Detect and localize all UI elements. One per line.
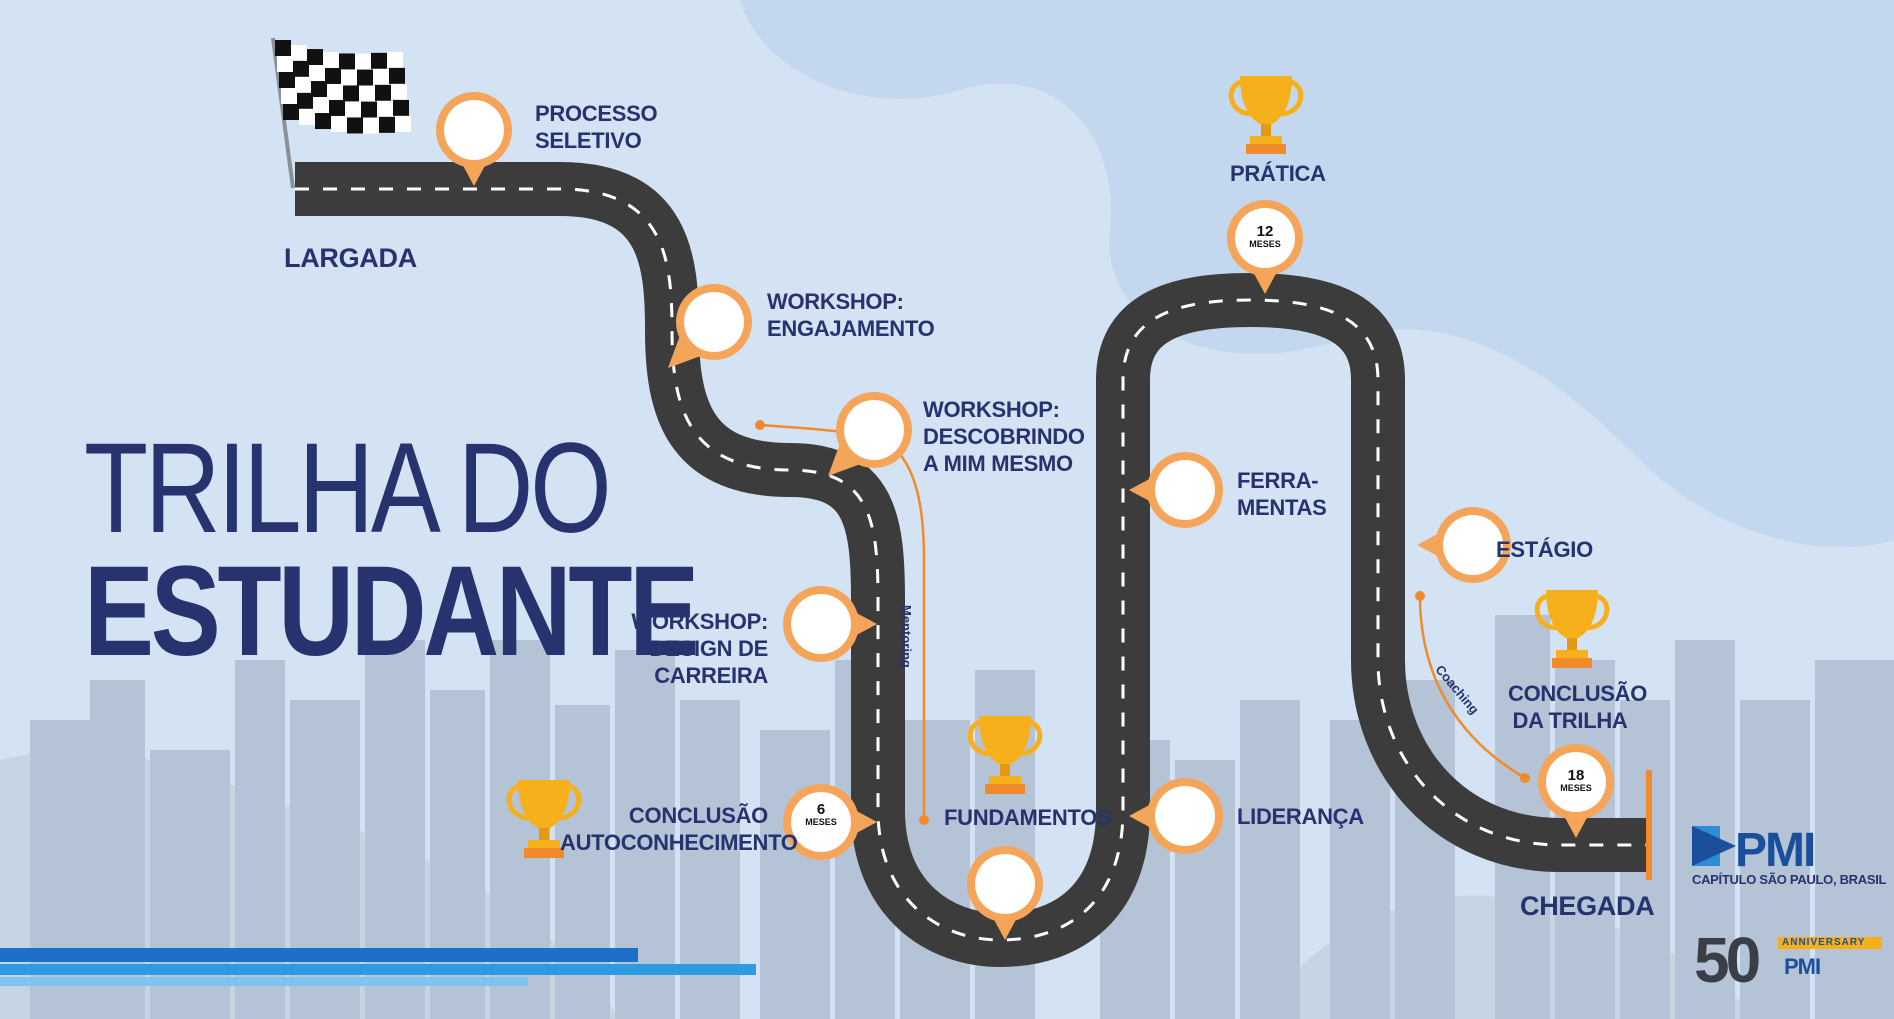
stripe-dark	[0, 948, 638, 962]
pmi-chapter-text: CAPÍTULO SÃO PAULO, BRASIL	[1692, 872, 1887, 887]
location-pin-icon	[1538, 744, 1614, 838]
step-label: ESTÁGIO	[1496, 537, 1593, 562]
checkered-flag-icon	[271, 37, 411, 189]
location-pin-icon	[436, 92, 512, 186]
location-pin-icon	[1129, 778, 1223, 854]
trophy-icon	[1228, 76, 1304, 154]
anniversary-text: ANNIVERSARY	[1782, 937, 1866, 948]
location-pin-icon	[783, 784, 877, 860]
title-line-2: ESTUDANTE	[84, 540, 699, 683]
trophy-icon	[506, 780, 582, 858]
location-pin-icon	[1227, 200, 1303, 294]
location-pin-icon	[828, 392, 912, 476]
mentoring-annotation: Mentoring	[899, 605, 914, 668]
road	[295, 162, 1650, 967]
anniversary-logo: 50 PMI	[1694, 924, 1882, 996]
finish-line	[1646, 770, 1652, 880]
svg-text:PMI: PMI	[1784, 954, 1820, 979]
city-skyline	[30, 615, 1894, 1019]
location-pin-icon	[1129, 452, 1223, 528]
step-label: WORKSHOP:ENGAJAMENTO	[767, 289, 935, 341]
svg-text:50: 50	[1694, 924, 1759, 996]
trophy-icon	[1534, 590, 1610, 668]
step-label: WORKSHOP:DESIGN DE CARREIRA	[631, 609, 768, 688]
step-label: LIDERANÇA	[1237, 804, 1364, 829]
step-label: PRÁTICA	[1230, 161, 1326, 186]
start-label: LARGADA	[284, 243, 417, 273]
coaching-line	[1415, 591, 1530, 783]
location-pin-icon	[967, 846, 1043, 940]
svg-text:PMI: PMI	[1735, 824, 1814, 877]
stripe-light	[0, 977, 528, 986]
stripe-mid	[0, 964, 756, 975]
finish-label: CHEGADA	[1520, 891, 1655, 921]
pmi-logo-icon: PMI	[1692, 824, 1816, 877]
trophy-icon	[967, 716, 1043, 794]
title-line-1: TRILHA DO	[84, 417, 612, 560]
location-pin-icon	[1417, 507, 1511, 583]
location-pin-icon	[783, 586, 877, 662]
location-pin-icon	[668, 284, 752, 368]
step-label: FERRA-MENTAS	[1237, 468, 1327, 520]
step-label: FUNDAMENTOS	[944, 805, 1112, 830]
